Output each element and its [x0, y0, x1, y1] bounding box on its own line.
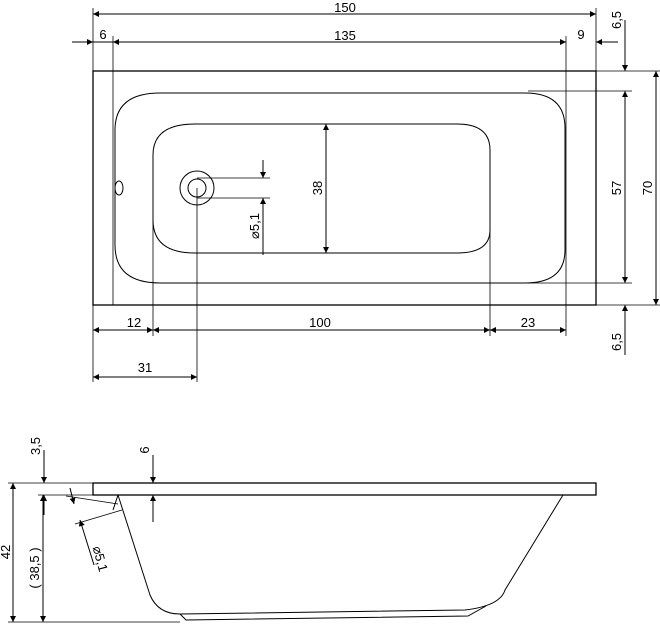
label-overall-width: 70: [640, 181, 655, 195]
label-left-rim: 6: [99, 27, 106, 42]
label-drain-offset: 31: [138, 360, 152, 375]
label-right-rim: 9: [577, 27, 584, 42]
label-inner-height: ( 38,5 ): [27, 547, 42, 588]
outer-rim-outline: [92, 70, 597, 306]
label-inner-width: 57: [609, 181, 624, 195]
side-rim: [92, 482, 597, 496]
label-overall-length: 150: [334, 0, 356, 15]
label-left-offset: 12: [127, 315, 141, 330]
tub-floor-outline: [152, 123, 491, 254]
label-right-offset: 23: [521, 315, 535, 330]
side-tub-body: [117, 494, 564, 615]
label-bottom-depth: 38: [310, 181, 325, 195]
label-rim-bottom: 6,5: [609, 333, 624, 351]
dim-overflow-diameter: [78, 519, 95, 566]
label-bottom-length: 100: [309, 315, 331, 330]
overflow-hole: [114, 180, 124, 196]
label-overflow-diameter: ⌀5,1: [90, 544, 111, 573]
label-inner-length: 135: [334, 28, 356, 43]
label-rim-thickness: 3,5: [28, 437, 43, 455]
side-view: 3,5 6 42 ( 38,5 ) ⌀5,1: [0, 437, 597, 623]
label-rim-top: 6,5: [609, 11, 624, 29]
label-overall-height: 42: [0, 545, 13, 559]
label-rim-overhang: 6: [137, 446, 152, 453]
top-view: 150 6 135 9 6,5 57 6,5 70 38 ⌀5,1 12 100…: [72, 0, 660, 382]
label-drain-diameter: ⌀5,1: [247, 213, 262, 239]
basin-outline: [114, 92, 566, 284]
side-tub-foot: [179, 605, 487, 621]
